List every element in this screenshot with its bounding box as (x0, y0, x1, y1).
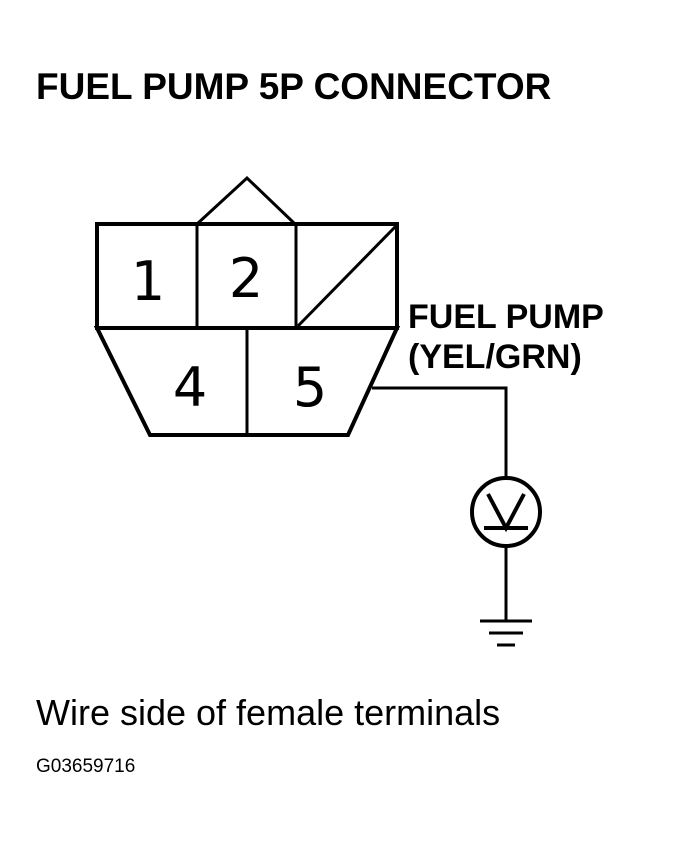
connector-latch (195, 175, 297, 226)
figure-id: G03659716 (36, 756, 136, 777)
pin-label-1: 1 (131, 250, 165, 313)
diagram-title: FUEL PUMP 5P CONNECTOR (36, 66, 552, 107)
voltmeter-icon (470, 476, 542, 548)
diagram-caption: Wire side of female terminals (36, 692, 501, 733)
pin-label-5: 5 (293, 356, 327, 419)
ground-icon (480, 619, 532, 647)
wire-label-color: (YEL/GRN) (408, 338, 582, 376)
connector-bottom-row (93, 326, 401, 437)
empty-slot-mark (296, 224, 398, 328)
pin-label-4: 4 (173, 356, 207, 419)
wire-label-name: FUEL PUMP (408, 298, 604, 336)
pin-label-2: 2 (229, 247, 263, 310)
test-lead-wire (372, 386, 508, 478)
